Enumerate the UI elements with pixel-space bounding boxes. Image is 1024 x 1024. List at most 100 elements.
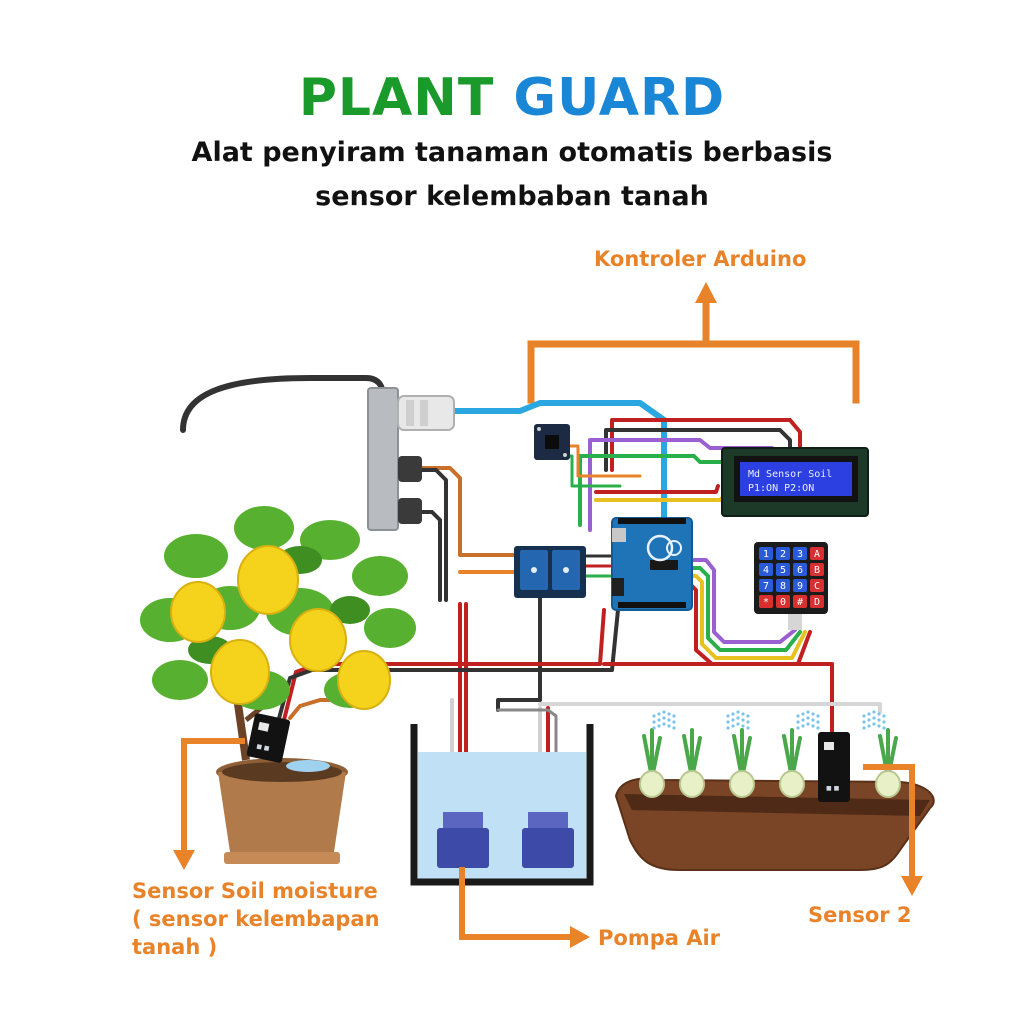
keypad-key-label: 0 bbox=[780, 597, 786, 608]
spray-drop bbox=[882, 726, 886, 730]
spray-drop bbox=[801, 724, 805, 728]
spray-drop bbox=[652, 720, 656, 724]
spray-drop bbox=[662, 710, 666, 714]
spray-drop bbox=[801, 718, 805, 722]
plant-pot bbox=[216, 758, 348, 864]
keypad-key-label: 2 bbox=[780, 549, 786, 560]
spray-drop bbox=[806, 710, 810, 714]
keypad-key-label: B bbox=[814, 565, 820, 576]
spray-drop bbox=[736, 722, 740, 726]
spray-drop bbox=[801, 712, 805, 716]
keypad-key bbox=[793, 547, 807, 560]
spray-drop bbox=[736, 710, 740, 714]
title-plant: PLANT bbox=[298, 68, 495, 128]
keypad-key bbox=[793, 563, 807, 576]
spray-drop bbox=[726, 714, 730, 718]
spray-drop bbox=[816, 726, 820, 730]
spray-drop bbox=[872, 716, 876, 720]
power-strip-icon bbox=[367, 387, 455, 531]
onion-plant bbox=[729, 728, 755, 798]
soil-sensor-icon: ■ ■ ■ ■ bbox=[246, 713, 850, 802]
spray-drop bbox=[811, 718, 815, 722]
water-spray bbox=[652, 710, 886, 730]
spray-drop bbox=[867, 712, 871, 716]
title-guard: GUARD bbox=[513, 68, 726, 128]
controller-arrow-icon bbox=[695, 282, 717, 303]
arduino-board-icon bbox=[611, 517, 693, 611]
spray-drop bbox=[806, 722, 810, 726]
keypad-key bbox=[793, 595, 807, 608]
keypad-key-label: 4 bbox=[763, 565, 769, 576]
spray-drop bbox=[872, 710, 876, 714]
spray-drop bbox=[872, 722, 876, 726]
spray-drop bbox=[726, 726, 730, 730]
spray-drop bbox=[816, 720, 820, 724]
spray-drop bbox=[667, 712, 671, 716]
spray-drop bbox=[877, 724, 881, 728]
keypad-key-label: 6 bbox=[797, 565, 803, 576]
keypad-key-label: 3 bbox=[797, 549, 803, 560]
label-pump: Pompa Air bbox=[598, 926, 721, 950]
spray-drop bbox=[672, 720, 676, 724]
keypad-key-label: # bbox=[797, 597, 803, 608]
water-pump-icon bbox=[437, 812, 574, 868]
spray-drop bbox=[862, 726, 866, 730]
relay-module-icon bbox=[514, 546, 586, 598]
keypad-key-label: 9 bbox=[797, 581, 803, 592]
tree-icon bbox=[140, 506, 416, 761]
spray-drop bbox=[862, 714, 866, 718]
spray-drop bbox=[811, 712, 815, 716]
spray-drop bbox=[741, 712, 745, 716]
spray-drop bbox=[882, 720, 886, 724]
spray-drop bbox=[796, 726, 800, 730]
spray-drop bbox=[726, 720, 730, 724]
lcd-display-icon: Md Sensor Soil P1:ON P2:ON bbox=[721, 447, 869, 517]
keypad-key bbox=[810, 595, 824, 608]
keypad-key-label: D bbox=[814, 597, 820, 608]
spray-drop bbox=[652, 726, 656, 730]
controller-bracket bbox=[527, 298, 860, 404]
keypad-key-label: 8 bbox=[780, 581, 786, 592]
keypad-key bbox=[776, 595, 790, 608]
spray-drop bbox=[746, 720, 750, 724]
onion-plant bbox=[679, 728, 705, 798]
header: PLANT GUARD Alat penyiram tanaman otomat… bbox=[0, 66, 1024, 218]
keypad-key bbox=[759, 547, 773, 560]
onion-plant-icon bbox=[639, 728, 901, 798]
spray-drop bbox=[741, 718, 745, 722]
spray-drop bbox=[657, 724, 661, 728]
label-sensor-soil-2: ( sensor kelembapan bbox=[132, 907, 380, 931]
keypad-key bbox=[776, 563, 790, 576]
spray-drop bbox=[741, 724, 745, 728]
onion-plant bbox=[639, 728, 665, 798]
keypad-key bbox=[776, 579, 790, 592]
spray-drop bbox=[877, 712, 881, 716]
spray-drop bbox=[811, 724, 815, 728]
rtc-module-icon bbox=[534, 424, 570, 460]
spray-drop bbox=[877, 718, 881, 722]
keypad-key bbox=[810, 547, 824, 560]
spray-drop bbox=[867, 718, 871, 722]
spray-drop bbox=[806, 716, 810, 720]
spray-drop bbox=[662, 716, 666, 720]
onion-plant bbox=[779, 728, 805, 798]
label-sensor-2: Sensor 2 bbox=[808, 903, 912, 927]
spray-drop bbox=[796, 714, 800, 718]
keypad-key bbox=[776, 547, 790, 560]
onion-plant bbox=[875, 728, 901, 798]
svg-text:■ ■: ■ ■ bbox=[256, 743, 271, 753]
keypad-key bbox=[759, 595, 773, 608]
pump-arrow-icon bbox=[570, 926, 590, 948]
spray-drop bbox=[746, 726, 750, 730]
spray-drop bbox=[672, 726, 676, 730]
spray-drop bbox=[796, 720, 800, 724]
keypad-key-label: 1 bbox=[763, 549, 769, 560]
label-sensor-soil-3: tanah ) bbox=[132, 935, 217, 959]
spray-drop bbox=[731, 724, 735, 728]
spray-drop bbox=[867, 724, 871, 728]
keypad-key-label: A bbox=[814, 549, 820, 560]
spray-drop bbox=[667, 718, 671, 722]
keypad-key bbox=[759, 579, 773, 592]
spray-drop bbox=[862, 720, 866, 724]
